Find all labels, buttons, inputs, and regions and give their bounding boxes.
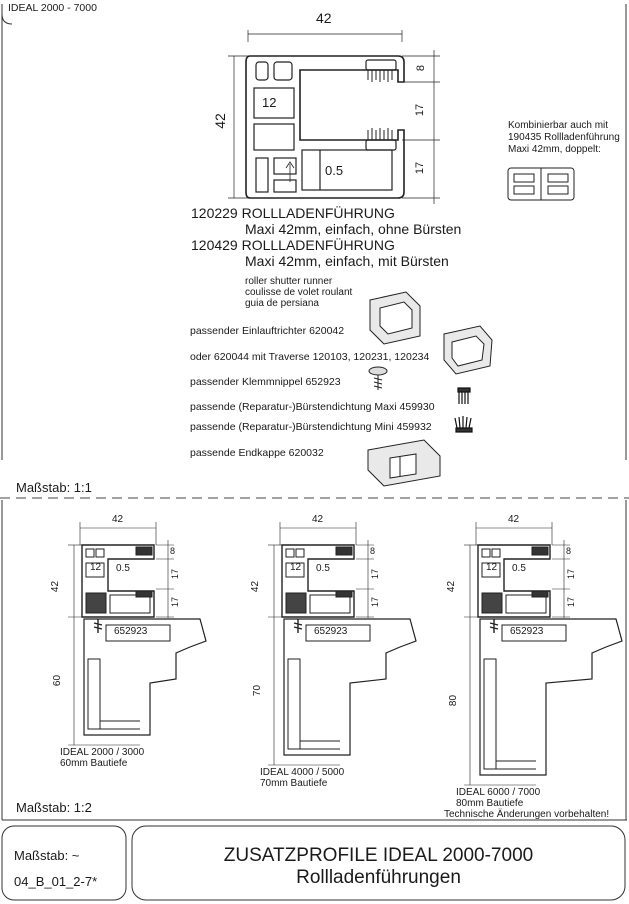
dim-width-label: 42: [316, 10, 332, 26]
section-dim-05: 0.5: [116, 563, 130, 574]
footer-drawing-code: 04_B_01_2-7*: [14, 874, 98, 889]
section-dim-width: 42: [112, 514, 124, 525]
accessory-item: passende Endkappe 620032: [190, 447, 324, 459]
product-list: 120229 ROLLLADENFÜHRUNG Maxi 42mm, einfa…: [191, 205, 461, 269]
section-drawing-1: [68, 522, 207, 746]
section-depth-label: 70: [252, 684, 264, 697]
section-drawings-group: [68, 522, 623, 786]
section-dim-12: 12: [90, 562, 102, 573]
section-name-line1: IDEAL 6000 / 7000: [456, 787, 541, 798]
section-dim-17b: 17: [170, 596, 181, 608]
brush-seal-maxi-illustration: [457, 387, 471, 404]
section-nipple-label: 652923: [510, 626, 544, 637]
accessory-item: passender Klemmnippel 652923: [190, 376, 341, 388]
product-1-number: 120229: [191, 205, 238, 221]
combinable-note-line3: Maxi 42mm, doppelt:: [508, 144, 601, 155]
product-2-number: 120429: [191, 237, 238, 253]
scale-2-label: Maßstab: 1:2: [16, 800, 92, 815]
translation-fr: coulisse de volet roulant: [245, 287, 353, 298]
section-dim-8: 8: [170, 546, 176, 556]
scale-1-label: Maßstab: 1:1: [16, 480, 92, 495]
section-nipple-label: 652923: [314, 626, 348, 637]
footer-title: ZUSATZPROFILE IDEAL 2000-7000: [223, 845, 534, 866]
dim-12-label: 12: [262, 95, 277, 110]
section-dim-height: 42: [446, 580, 458, 593]
dim-05-label: 0.5: [325, 163, 344, 178]
section-dim-12: 12: [486, 562, 498, 573]
footer-scale: Maßstab: ~: [14, 848, 80, 863]
accessory-item: passender Einlauftrichter 620042: [190, 325, 345, 337]
section-dim-8: 8: [566, 546, 572, 556]
footer-title-box: [131, 825, 626, 901]
section-dim-17a: 17: [370, 568, 381, 580]
section-dim-8: 8: [370, 546, 376, 556]
combinable-note-line2: 190435 Rollladenführung: [508, 132, 620, 143]
translation-en: roller shutter runner: [245, 276, 333, 287]
section-name-line2: 60mm Bautiefe: [60, 758, 128, 769]
section-depth-label: 80: [448, 694, 460, 707]
product-2-name: ROLLLADENFÜHRUNG: [241, 237, 395, 253]
combinable-note: Kombinierbar auch mit 190435 Rollladenfü…: [508, 120, 620, 156]
accessory-item: passende (Reparatur-)Bürstendichtung Min…: [190, 421, 432, 433]
end-cap-illustration: [367, 439, 441, 487]
section-dim-05: 0.5: [316, 563, 330, 574]
section-depth-label: 60: [52, 674, 64, 687]
section-dim-width: 42: [312, 514, 324, 525]
main-profile-drawing: [228, 30, 440, 204]
header-code: IDEAL 2000 - 7000: [8, 2, 97, 14]
section-dim-17a: 17: [170, 568, 181, 580]
product-1-header: 120229 ROLLLADENFÜHRUNG: [191, 205, 461, 221]
section-name-line2: 80mm Bautiefe: [456, 798, 524, 809]
double-profile-icon: [507, 167, 575, 201]
section-dim-height: 42: [50, 580, 62, 593]
dim-17a-label: 17: [414, 103, 427, 117]
product-1-name: ROLLLADENFÜHRUNG: [241, 205, 395, 221]
product-2-sub: Maxi 42mm, einfach, mit Bürsten: [245, 253, 449, 269]
funnel-620042-illustration: [369, 291, 421, 345]
brush-seal-mini-illustration: [454, 416, 473, 433]
section-drawing-3: [464, 522, 623, 786]
section-drawing-2: [268, 522, 417, 766]
section-dim-17a: 17: [566, 568, 577, 580]
translations: roller shutter runner coulisse de volet …: [245, 276, 352, 309]
section-name-line1: IDEAL 2000 / 3000: [60, 747, 145, 758]
clamp-nipple-illustration: [368, 366, 388, 390]
section-name-line1: IDEAL 4000 / 5000: [260, 767, 345, 778]
dim-height-label: 42: [211, 113, 228, 129]
product-2-header: 120429 ROLLLADENFÜHRUNG: [191, 237, 461, 253]
section-dim-12: 12: [290, 562, 302, 573]
section-dim-width: 42: [508, 514, 520, 525]
accessory-item: oder 620044 mit Traverse 120103, 120231,…: [190, 351, 430, 363]
section-name-line2: 70mm Bautiefe: [260, 778, 328, 789]
combinable-note-line1: Kombinierbar auch mit: [508, 120, 609, 131]
section-dim-17b: 17: [370, 596, 381, 608]
accessory-item: passende (Reparatur-)Bürstendichtung Max…: [190, 401, 435, 413]
funnel-620044-illustration: [443, 325, 493, 375]
section-dim-height: 42: [250, 580, 262, 593]
dim-17b-label: 17: [414, 161, 427, 175]
footer-scale-box: [1, 825, 127, 901]
footer-subtitle: Rollladenführungen: [296, 867, 461, 888]
product-1-sub: Maxi 42mm, einfach, ohne Bürsten: [245, 221, 462, 237]
section-dim-05: 0.5: [512, 563, 526, 574]
dim-8-label: 8: [415, 64, 428, 72]
footer-title-block: ZUSATZPROFILE IDEAL 2000-7000 Rollladenf…: [132, 845, 625, 889]
section-dim-17b: 17: [566, 596, 577, 608]
disclaimer: Technische Änderungen vorbehalten!: [444, 809, 610, 820]
section-nipple-label: 652923: [114, 626, 148, 637]
translation-es: guia de persiana: [245, 298, 319, 309]
